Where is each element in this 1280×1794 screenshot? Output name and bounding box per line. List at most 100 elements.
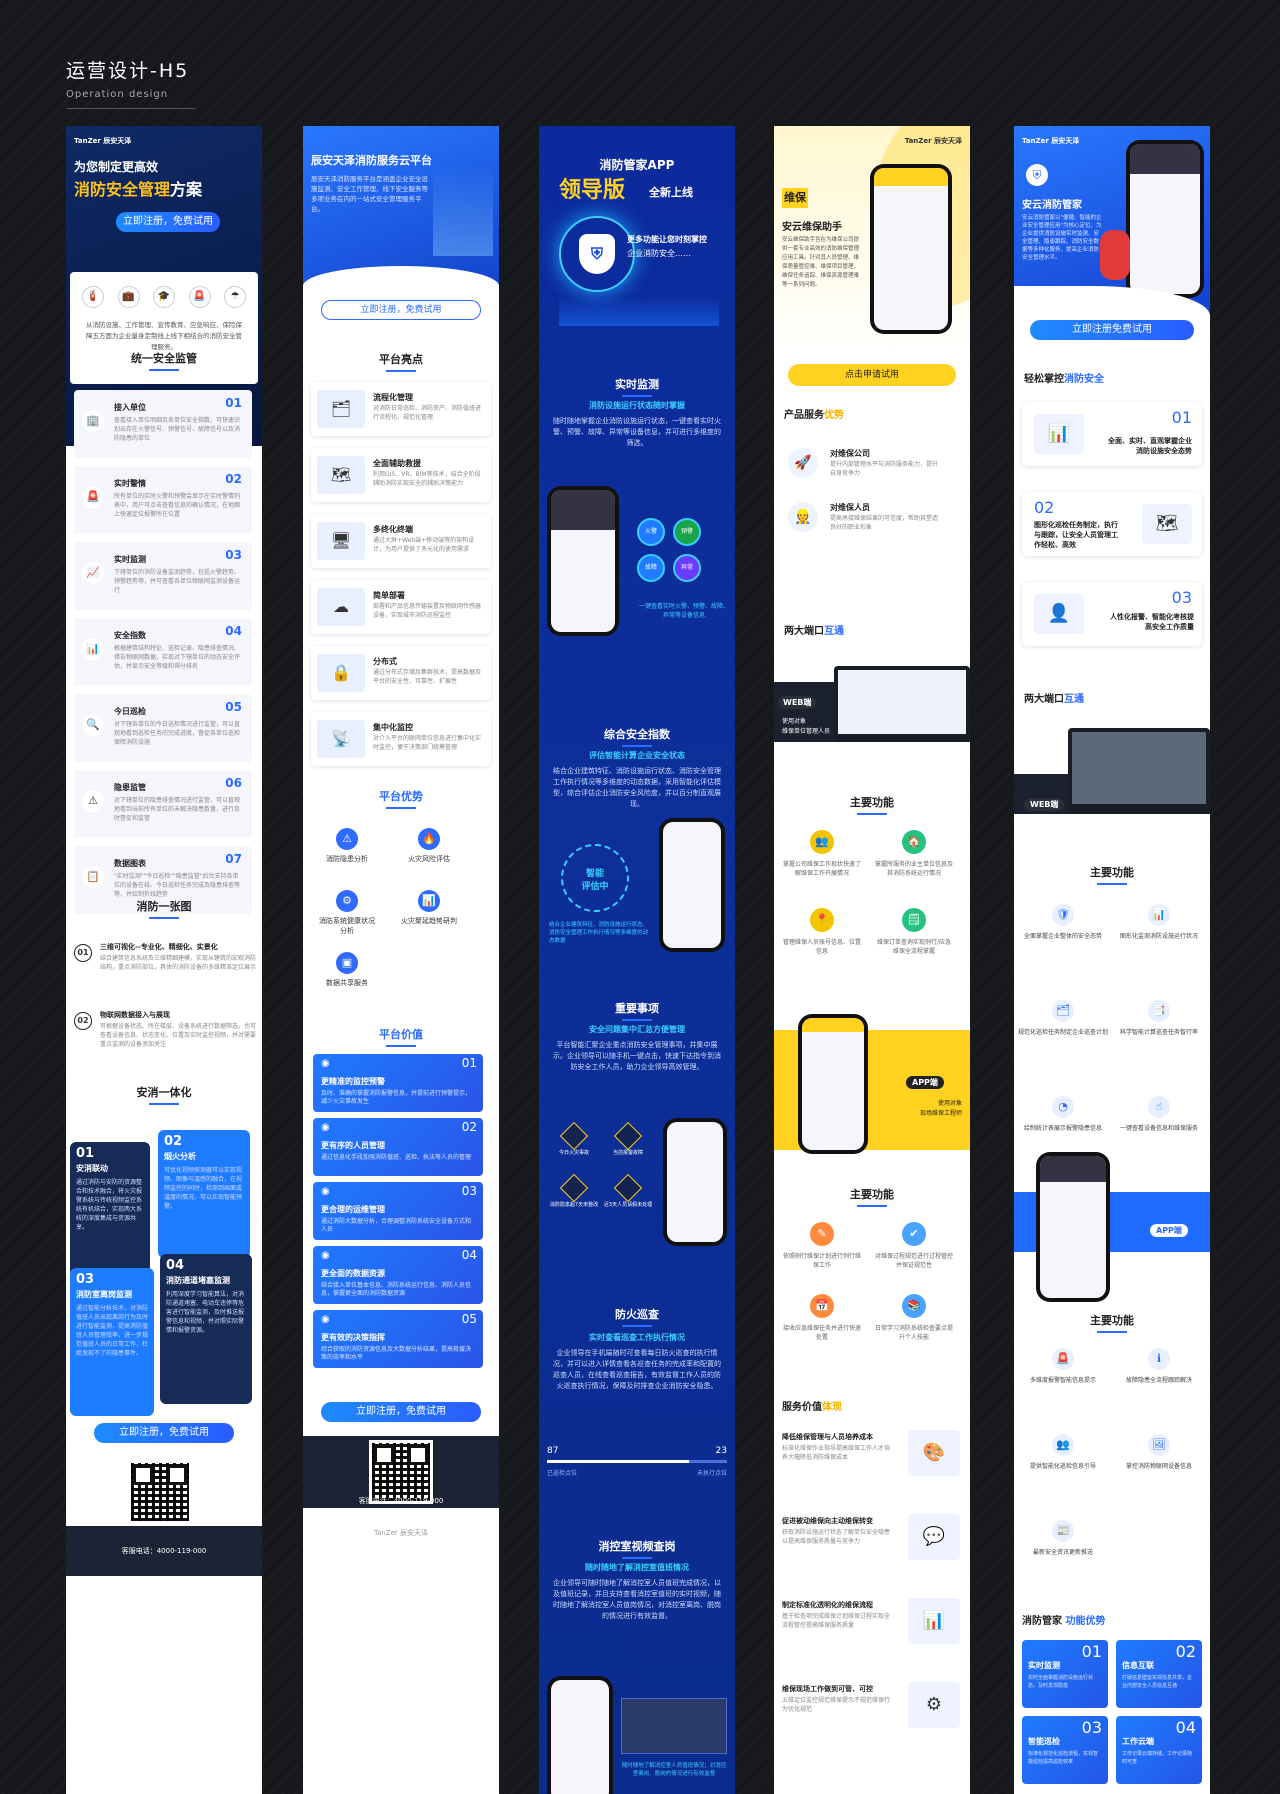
highlight-title: 多终化终端 [373,525,413,534]
function-item[interactable]: 🗂规范化巡检任务制定企业巡查计划 [1018,1000,1108,1037]
function-item[interactable]: 🛡全面掌握企业整体的安全态势 [1018,904,1108,941]
value-illustration: 🎨 [908,1430,960,1476]
h5-page-cloud-platform[interactable]: 辰安天泽消防服务云平台 辰安天泽消防服务平台是涵盖企业安全设施监测、安全工作管理… [303,126,499,1794]
important-item[interactable]: 当前报警故障 [601,1121,655,1157]
alarm-button-1[interactable]: 预警 [673,518,701,546]
service-item[interactable]: 👷对维保人员提高承接维保结果的可信度，帮助其塑造良好的职业形象 [788,498,958,538]
product-desc: 安云消防管家以"便捷、智能的企业安全管理应用"为核心定位，为企业提供消防设施实时… [1022,215,1102,261]
value-item[interactable]: 促进被动维保向主动维保转变获取消防设施运行状态了解单位安全隐患以提高维保服务质量… [782,1510,962,1574]
section-title-highlights: 平台亮点 [303,351,499,372]
alarm-button-3[interactable]: 异常 [673,554,701,582]
register-button[interactable]: 立即注册，免费试用 [321,300,481,320]
h5-page-fire-housekeeper[interactable]: TanZer 辰安天泽 ⛨ 安云消防管家 安云消防管家以"便捷、智能的企业安全管… [1014,126,1210,1794]
function-item[interactable]: ✔对维保过程规范进行过程管控并保证规范性 [874,1222,954,1270]
value-desc: 标准化维保作业指导提高维保工作人才培养大幅降低消防维保成本 [782,1445,891,1461]
highlight-card[interactable]: ☁简单部署部署和产品信息传输装置及物联网传感器设备，实现城市消防远程监控 [311,580,491,634]
function-item[interactable]: 👥掌握公司维保工作现状快速了解维保工作开展情况 [782,830,862,878]
apply-trial-button[interactable]: 点击申请试用 [788,364,956,386]
web-port-label: WEB端 [778,696,817,709]
important-item[interactable]: 消防隐患超7天未整改 [547,1173,601,1209]
highlight-card[interactable]: 📡集中化监控对介入平台的联网单位信息进行集中化实时监控，便于决策部门统筹管理 [311,712,491,766]
alarm-button-2[interactable]: 故障 [637,554,665,582]
brand-logo: TanZer 辰安天泽 [74,137,132,145]
register-button[interactable]: 立即注册，免费试用 [116,212,220,232]
highlight-card[interactable]: 🗺全面辅助救援利用GIS、VR、BIM等技术，结合全阶段辅助消防实现安全的辅助决… [311,448,491,502]
function-label: 故障隐患全流程跟踪解决 [1125,1377,1192,1384]
advantage-item[interactable]: 🔥火灾风险评估 [399,828,459,864]
assessment-ring: 智能 评估中 [561,844,629,912]
function-item[interactable]: 🗒维保订单查询实现例行/应急维保全流程掌握 [874,908,954,956]
function-item[interactable]: 📑科学智能计算巡查任务智行率 [1114,1000,1204,1037]
function-item[interactable]: 🚨多维度报警智能信息提示 [1018,1348,1108,1385]
advantage-item[interactable]: ▣数据共享服务 [317,952,377,988]
h5-page-fire-safety-plan[interactable]: TanZer 辰安天泽 为您制定更高效 消防安全管理方案 立即注册，免费试用 🧯… [66,126,262,1794]
function-item[interactable]: ◔绘制统计表展示报警隐患信息 [1018,1096,1108,1133]
alarm-button-0[interactable]: 火警 [637,518,665,546]
service-item[interactable]: 🚀对维保公司提升内部管理水平与消防服务能力，提升自身竞争力 [788,444,958,484]
advantage-item[interactable]: ⚙消防系统健康状况分析 [317,890,377,936]
video-thumbnail[interactable] [621,1698,727,1754]
register-button[interactable]: 立即注册免费试用 [1030,320,1194,340]
advantage-item[interactable]: ⚠消防隐患分析 [317,828,377,864]
qr-code [369,1440,433,1504]
function-item[interactable]: 📚日常学习消防系统检查要点提升个人技能 [874,1294,954,1342]
function-item[interactable]: 📊图形化监测消防设施运行状况 [1114,904,1204,941]
feature-number: 03 [1171,588,1192,607]
important-item[interactable]: 近3天人员请假未处理 [601,1173,655,1209]
function-item[interactable]: 🖼掌控消防物联网设备信息 [1114,1434,1204,1471]
function-item[interactable]: 📰最新安全资讯更新推送 [1018,1520,1108,1557]
value-number: 04 [461,1248,477,1262]
value-item[interactable]: 降低维保管理与人员培养成本标准化维保作业指导提高维保工作人才培养大幅降低消防维保… [782,1426,962,1490]
function-item[interactable]: 📅接收应急维保任务并进行快速处置 [782,1294,862,1342]
value-title: 更全面的数据资源 [321,1269,385,1278]
function-item[interactable]: 📍管理维保人员账号信息、位置信息 [782,908,862,956]
function-item[interactable]: ☝一键查看设备信息和维保服务 [1114,1096,1204,1133]
function-label: 对维保过程规范进行过程管控并保证规范性 [874,1253,953,1269]
important-item[interactable]: 今日火灾事故 [547,1121,601,1157]
highlight-card[interactable]: 🖥多终化终端通过大屏+Web端+移动端等的架构设计，为用户提供了多元化的使用需求 [311,514,491,568]
tile-number: 03 [76,1272,95,1287]
section-ports: 两大端口互通 [1024,694,1084,705]
function-item[interactable]: 👥提供智能化巡检信息引导 [1018,1434,1108,1471]
function-item[interactable]: ✎依照例行维保计划进行例行维保工作 [782,1222,862,1270]
h5-page-leader-app[interactable]: 消防管家APP 领导版 全新上线 ⛨ 更多功能让您时刻掌控 企业消防安全…… 实… [539,126,735,1794]
value-title: 降低维保管理与人员培养成本 [782,1433,873,1441]
function-item[interactable]: 🏠掌握所服务的业主单位信息及其消防系统运行情况 [874,830,954,878]
hotline-text: 客服电话：4000-119-000 [358,1497,444,1505]
card-desc: "实时监测""今日巡检""隐患监管"后台支持各单位的设备在线、今日巡检任务完成及… [114,873,241,898]
register-button-bottom[interactable]: 立即注册，免费试用 [321,1402,481,1422]
highlight-card[interactable]: 🗂流程化管理对消防日常巡检、消防资产、消防值班进行流程化、规范化管理 [311,382,491,436]
app-port-label: APP端 [1150,1224,1188,1237]
tile-desc: 打破信息壁垒实现信息共享，企业内部安全人员信息互通 [1122,1675,1193,1689]
value-item[interactable]: 制定标准化透明化的维保流程基于检查项完成维保计划维保过程实现全流程管控提高维保服… [782,1594,962,1658]
h5-page-maintenance-assistant[interactable]: TanZer 辰安天泽 维保 安云维保助手 安云维保助手旨在为维保公司提供一套专… [774,126,970,1794]
value-icon: ◉ [321,1250,330,1261]
highlight-card[interactable]: 🔒分布式通过分布式存储及集群技术，提高数据及平台的安全性、可靠性、扩展性 [311,646,491,700]
value-item[interactable]: 维保现场工作做到可管、可控五维定位监控规范维保提示不规范维保行为优化规范⚙ [782,1678,962,1742]
advantage-item[interactable]: 📊火灾聚延趋势研判 [399,890,459,926]
register-button-bottom[interactable]: 立即注册，免费试用 [94,1423,234,1443]
